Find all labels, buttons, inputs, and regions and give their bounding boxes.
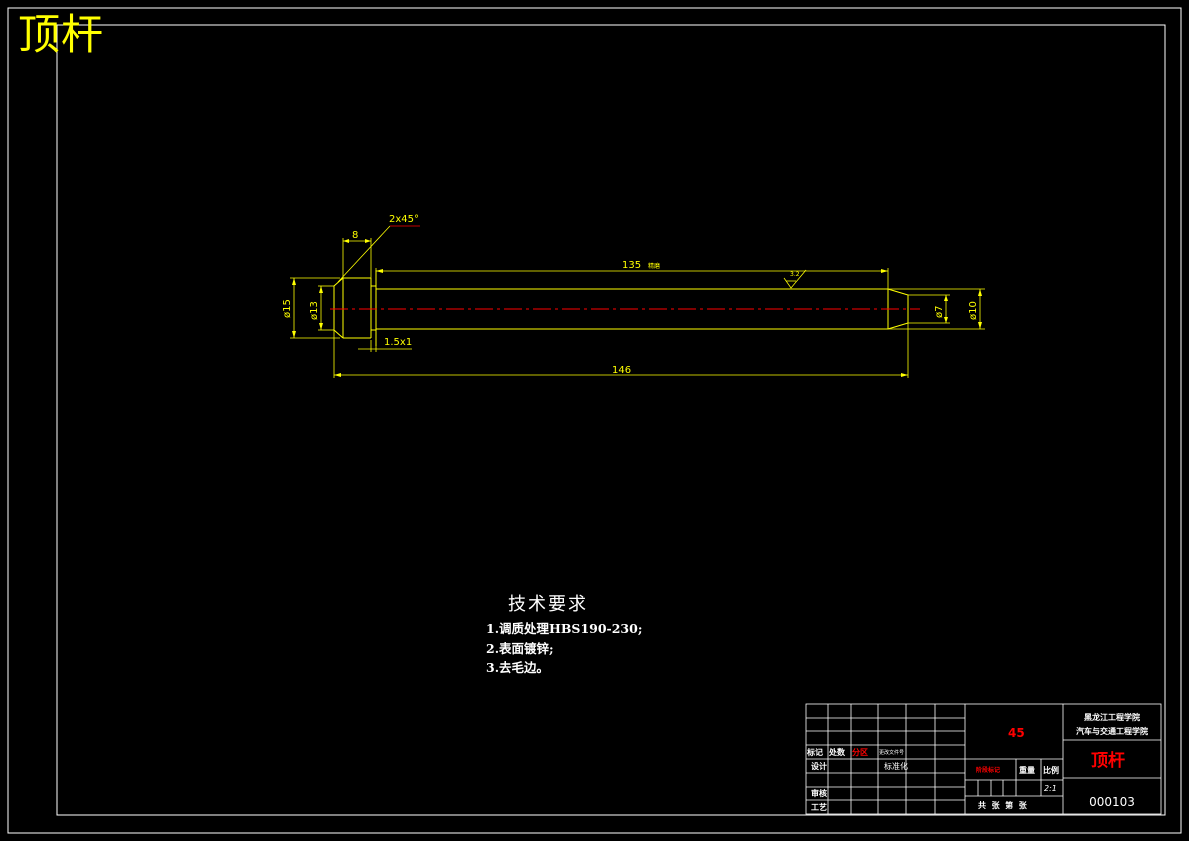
part-outline: [333, 270, 909, 346]
tip-dia-label: ø7: [934, 306, 945, 318]
material-value: 45: [1008, 726, 1025, 740]
title-block-grid: [805, 703, 1162, 815]
label-process: 工艺: [811, 802, 827, 812]
label-change-doc: 更改文件号: [879, 749, 904, 756]
tech-requirements-heading: 技术要求: [508, 594, 588, 615]
school-line2: 汽车与交通工程学院: [1076, 726, 1148, 736]
head-dia-label: ø15: [282, 299, 293, 318]
dimension-lines: [290, 225, 985, 378]
label-count: 处数: [828, 747, 846, 757]
tip-taper: [887, 288, 909, 330]
overall-length-label: 146: [612, 365, 631, 376]
dimension-texts: 2x45° 8 135 精磨 1.5x1 146 ø15 ø13 ø7 ø10 …: [282, 214, 979, 376]
label-stage-mark: 阶段标记: [976, 766, 1000, 774]
label-weight: 重量: [1019, 765, 1035, 775]
head-chamfer-edge: [333, 277, 344, 339]
arrow: [881, 269, 888, 273]
arrow: [292, 278, 296, 285]
undercut-label: 1.5x1: [384, 337, 412, 348]
shank-length-suffix: 精磨: [648, 262, 660, 270]
drawing-title: 顶杆: [18, 10, 105, 59]
tech-requirement-item: 2.表面镀锌;: [486, 641, 554, 656]
neck-dia-label: ø13: [309, 301, 320, 320]
arrow: [944, 317, 948, 323]
arrow: [334, 373, 341, 377]
arrow: [944, 295, 948, 301]
arrow: [978, 322, 982, 329]
head-length-label: 8: [352, 230, 358, 241]
arrow: [376, 269, 383, 273]
arrow: [343, 239, 349, 243]
title-block-texts: 45 黑龙江工程学院 汽车与交通工程学院 顶杆 000103 标记 处数 分区 …: [806, 712, 1148, 812]
tech-requirement-item: 1.调质处理HBS190-230;: [486, 621, 643, 636]
arrow: [292, 331, 296, 338]
arrow: [319, 323, 323, 330]
chamfer-label: 2x45°: [389, 214, 419, 225]
arrow: [319, 286, 323, 293]
label-scale: 比例: [1043, 765, 1059, 775]
label-zone: 分区: [852, 747, 868, 757]
outer-border: [7, 7, 1182, 834]
drawing-number: 000103: [1089, 795, 1135, 809]
inner-frame: [56, 24, 1166, 816]
tech-requirement-item: 3.去毛边。: [486, 660, 550, 675]
arrow: [901, 373, 908, 377]
scale-value: 2:1: [1044, 784, 1057, 793]
school-line1: 黑龙江工程学院: [1084, 712, 1140, 722]
label-design: 设计: [811, 761, 827, 771]
part-name: 顶杆: [1091, 751, 1125, 771]
dimension-arrows: [292, 239, 982, 377]
label-sheets: 共 张 第 张: [978, 800, 1028, 810]
shank-dia-label: ø10: [968, 301, 979, 320]
label-revision-mark: 标记: [806, 747, 823, 757]
surface-finish-value: 3.2: [790, 271, 800, 278]
arrow: [978, 289, 982, 296]
label-standardize: 标准化: [884, 761, 908, 771]
label-review: 审核: [811, 788, 827, 798]
shank-length-label: 135: [622, 260, 641, 271]
chamfer-leader: [337, 225, 391, 283]
arrow: [365, 239, 371, 243]
